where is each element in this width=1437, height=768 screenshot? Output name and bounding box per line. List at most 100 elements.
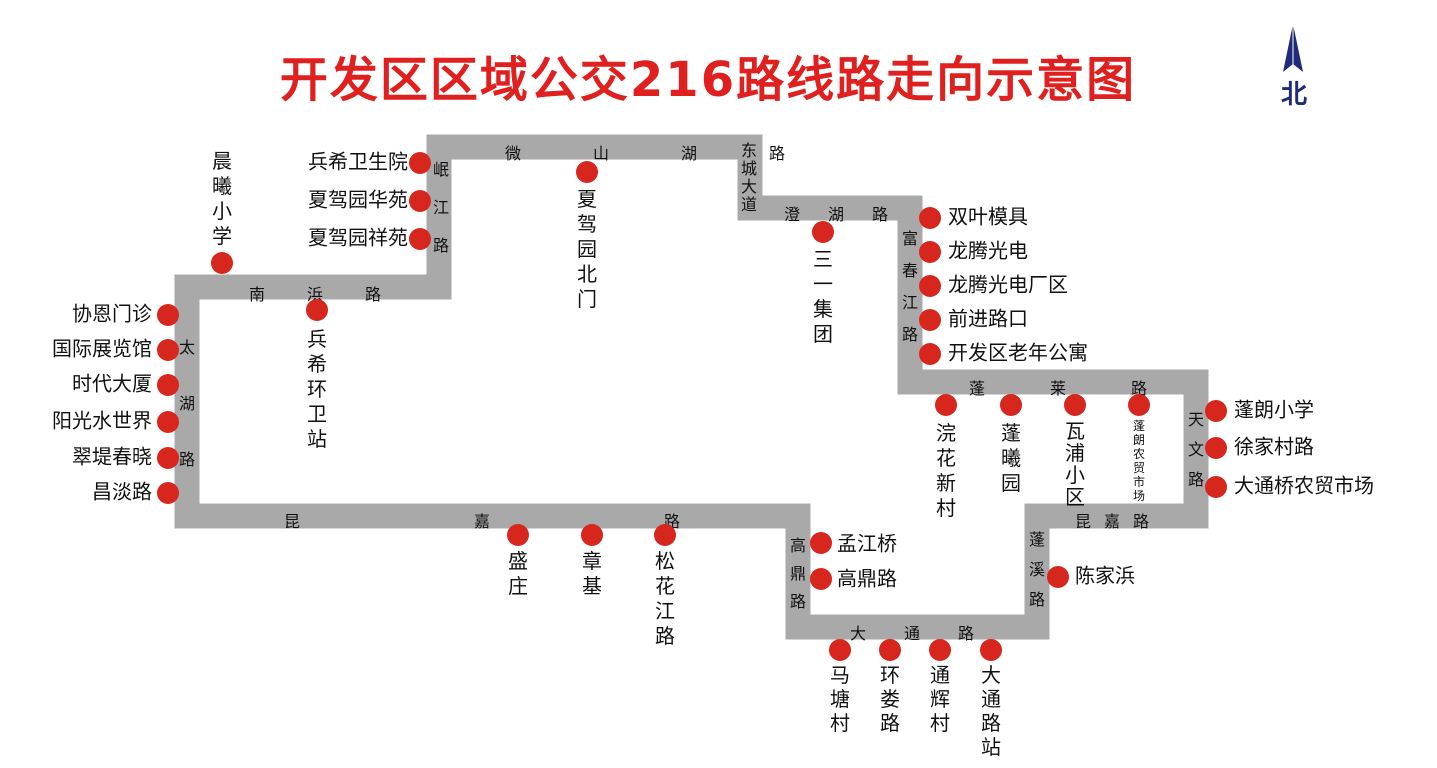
- stop-label: 龙腾光电: [948, 239, 1028, 263]
- road-label: 蓬溪路: [1029, 530, 1045, 609]
- bus-stop: 兵希卫生院: [308, 150, 431, 174]
- stop-dot: [211, 252, 233, 274]
- road-label: 大通路: [850, 624, 974, 643]
- north-label: 北: [1281, 80, 1307, 110]
- stop-label: 蓬朗农贸市场: [1133, 419, 1145, 503]
- bus-stop: 夏驾园华苑: [308, 188, 431, 212]
- road-label: 南浜路: [249, 285, 381, 304]
- bus-stop: 环娄路: [879, 639, 901, 735]
- bus-stop: 三一集团: [812, 221, 834, 346]
- bus-stop: 阳光水世界: [52, 409, 179, 433]
- road-label: 高鼎路: [790, 536, 806, 611]
- bus-stop: 浣花新村: [935, 394, 957, 520]
- stop-label: 国际展览馆: [52, 337, 152, 361]
- stop-label: 孟江桥: [837, 532, 897, 556]
- bus-stop: 兵希环卫站: [306, 299, 328, 451]
- stop-dot: [306, 299, 328, 321]
- stop-dot: [919, 207, 941, 229]
- bus-stop: 前进路口: [919, 307, 1028, 331]
- stop-label: 龙腾光电厂区: [948, 273, 1068, 297]
- stop-dot: [157, 374, 179, 396]
- bus-stop: 翠堤春晓: [72, 445, 179, 469]
- stop-dot: [409, 152, 431, 174]
- stop-dot: [919, 241, 941, 263]
- map-title: 开发区区域公交216路线路走向示意图: [280, 52, 1136, 108]
- stop-dot: [810, 532, 832, 554]
- stop-label: 大通桥农贸市场: [1234, 474, 1374, 498]
- stop-label: 高鼎路: [837, 567, 897, 591]
- stop-label: 夏驾园北门: [577, 187, 597, 311]
- stop-dot: [654, 524, 676, 546]
- stop-dot: [157, 482, 179, 504]
- bus-stop: 协恩门诊: [72, 302, 179, 326]
- stop-dot: [157, 339, 179, 361]
- stop-label: 双叶模具: [948, 205, 1028, 229]
- stop-dot: [919, 275, 941, 297]
- stop-dot: [929, 639, 951, 661]
- stop-label: 马塘村: [830, 663, 850, 735]
- stop-dot: [1205, 400, 1227, 422]
- stop-dot: [919, 343, 941, 365]
- bus-stop: 徐家村路: [1205, 435, 1314, 459]
- bus-stop: 蓬朗农贸市场: [1128, 394, 1150, 503]
- stop-label: 时代大厦: [72, 372, 152, 396]
- stop-label: 夏驾园祥苑: [308, 226, 408, 250]
- stop-label: 瓦浦小区: [1065, 419, 1085, 509]
- bus-stop: 高鼎路: [810, 567, 897, 591]
- stop-dot: [576, 161, 598, 183]
- stop-dot: [157, 447, 179, 469]
- stop-dot: [409, 228, 431, 250]
- stop-dot: [829, 639, 851, 661]
- route-path: [174, 134, 1209, 640]
- stop-dot: [1000, 394, 1022, 416]
- road-label: 蓬莱路: [969, 379, 1147, 398]
- road-label: 天文路: [1188, 410, 1204, 489]
- bus-stop: 时代大厦: [72, 372, 179, 396]
- stop-dot: [157, 304, 179, 326]
- road-label: 微山湖路: [505, 144, 785, 163]
- stop-dot: [1064, 394, 1086, 416]
- stop-label: 昌淡路: [92, 480, 152, 504]
- stop-dot: [980, 639, 1002, 661]
- stop-dot: [919, 309, 941, 331]
- stop-dot: [810, 568, 832, 590]
- stop-label: 陈家浜: [1075, 564, 1135, 588]
- stop-dot: [157, 411, 179, 433]
- stop-label: 蓬曦园: [1001, 421, 1021, 495]
- bus-stop: 大通路站: [980, 639, 1002, 759]
- bus-stop: 龙腾光电厂区: [919, 273, 1068, 297]
- stop-dot: [1205, 437, 1227, 459]
- bus-stop: 马塘村: [829, 639, 851, 735]
- road-labels: 微山湖路东城大道澄湖路岷江路南浜路太湖路昆嘉路富春江路蓬莱路天文路昆嘉路蓬溪路高…: [179, 141, 1204, 643]
- stop-label: 徐家村路: [1234, 435, 1314, 459]
- stop-label: 盛庄: [508, 549, 528, 598]
- bus-stop: 通辉村: [929, 639, 951, 735]
- bus-stop: 夏驾园祥苑: [308, 226, 431, 250]
- bus-stop: 陈家浜: [1047, 564, 1135, 588]
- road-label: 太湖路: [179, 338, 195, 469]
- stop-label: 环娄路: [880, 663, 900, 735]
- bus-stop: 昌淡路: [92, 480, 179, 504]
- north-arrow-icon: [1283, 24, 1303, 72]
- stop-dot: [1047, 566, 1069, 588]
- bus-stop: 盛庄: [507, 524, 529, 598]
- stop-label: 阳光水世界: [52, 409, 152, 433]
- bus-stop: 瓦浦小区: [1064, 394, 1086, 509]
- stop-dot: [879, 639, 901, 661]
- stop-label: 兵希环卫站: [307, 327, 327, 451]
- road-label: 富春江路: [902, 229, 918, 344]
- stop-dot: [1128, 394, 1150, 416]
- bus-stop: 蓬曦园: [1000, 394, 1022, 495]
- road-label: 东城大道: [741, 141, 757, 214]
- stop-label: 兵希卫生院: [308, 150, 408, 174]
- stop-label: 开发区老年公寓: [948, 341, 1088, 365]
- bus-stop: 章基: [581, 524, 603, 598]
- stop-label: 协恩门诊: [72, 302, 152, 326]
- stop-label: 三一集团: [813, 247, 833, 346]
- stop-label: 松花江路: [655, 549, 675, 648]
- stop-dot: [812, 221, 834, 243]
- bus-stop: 松花江路: [654, 524, 676, 648]
- stop-dot: [935, 394, 957, 416]
- stop-label: 浣花新村: [936, 421, 956, 520]
- bus-stop: 龙腾光电: [919, 239, 1028, 263]
